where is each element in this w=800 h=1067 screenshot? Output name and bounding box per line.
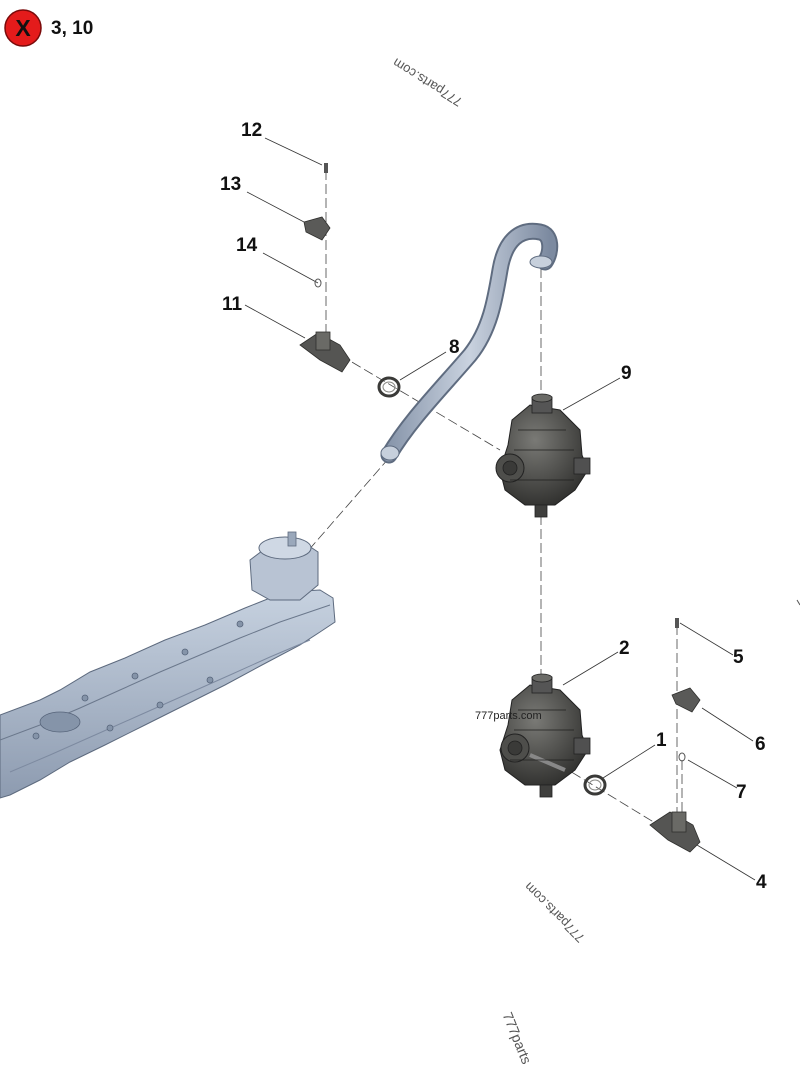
red-x-circle-icon: X <box>4 9 42 47</box>
watermark-text: 777parts.com <box>475 710 542 722</box>
hose-clamp-8 <box>377 376 401 398</box>
svg-text:X: X <box>15 15 31 41</box>
callout-12: 12 <box>241 120 263 141</box>
note-label: 3, 10 <box>51 18 94 39</box>
callout-2: 2 <box>619 638 630 659</box>
valve-cover <box>0 531 336 799</box>
oil-separator-2 <box>499 673 591 798</box>
callout-1: 1 <box>656 730 667 751</box>
leader-lines <box>244 137 756 881</box>
sensor-assembly-upper <box>299 163 351 373</box>
callout-5: 5 <box>733 647 744 668</box>
callout-14: 14 <box>236 235 258 256</box>
sensor-assembly-lower <box>649 618 701 853</box>
oil-separator-9 <box>495 393 591 518</box>
callout-6: 6 <box>755 734 766 755</box>
callout-9: 9 <box>621 363 632 384</box>
callout-13: 13 <box>220 174 242 195</box>
hose-clamp-1 <box>583 774 607 796</box>
callout-8: 8 <box>449 337 460 358</box>
assembly-axis-lines <box>299 170 683 833</box>
callout-7: 7 <box>736 782 747 803</box>
callout-4: 4 <box>756 872 767 893</box>
callout-11: 11 <box>222 294 243 315</box>
crankcase-vent-hose <box>380 222 559 464</box>
